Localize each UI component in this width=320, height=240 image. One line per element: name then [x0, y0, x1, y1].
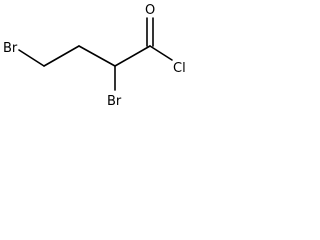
bond-c2-c1	[114, 45, 151, 67]
bond-br-c4	[18, 49, 45, 67]
atom-br-left: Br	[3, 41, 18, 56]
bond-c3-c2	[78, 45, 116, 67]
chemical-structure: Br Br O Cl	[3, 3, 186, 109]
atom-oxygen: O	[145, 3, 155, 18]
atom-chlorine: Cl	[173, 61, 186, 76]
bond-c4-c3	[43, 45, 80, 67]
bond-c1-cl	[149, 45, 173, 61]
atom-br-bottom: Br	[107, 94, 122, 109]
